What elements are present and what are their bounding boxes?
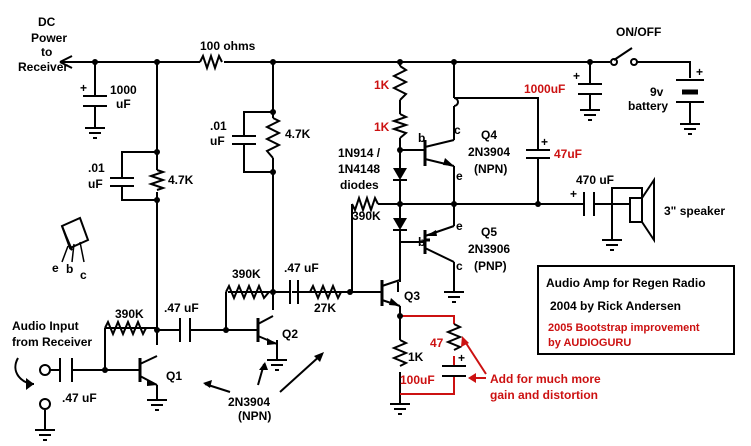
input-jack	[14, 357, 51, 410]
q4-type-label: (NPN)	[474, 162, 507, 176]
cap-47-q3-label: .47 uF	[284, 261, 319, 275]
info-box	[537, 265, 735, 355]
resistor-47	[445, 323, 463, 351]
resistors	[104, 52, 410, 367]
pin-c-q5: c	[456, 259, 463, 273]
diode-symbols	[393, 168, 407, 231]
pinout-b-label: b	[66, 262, 73, 276]
bootstrap-wires	[400, 315, 455, 395]
speaker-label: 3" speaker	[664, 204, 725, 218]
q5-part-label: 2N3906	[468, 242, 510, 256]
pin-b-q4: b	[418, 131, 425, 145]
pinout-c-label: c	[80, 268, 87, 282]
cap-47-input-label: .47 uF	[62, 391, 97, 405]
resistor-390k-top-label: 390K	[352, 209, 381, 223]
pin-e-q4: e	[456, 169, 463, 183]
input-label-1: Audio Input	[12, 319, 79, 333]
cap-1000uf-label-a: 1000	[110, 83, 137, 97]
transistor-q4	[423, 139, 455, 167]
q3-name-label: Q3	[404, 289, 420, 303]
cap-100uf-label: 100uF	[400, 373, 435, 387]
resistor-4k7-mid-label: 4.7K	[285, 127, 311, 141]
note-label-1: Add for much more	[490, 372, 601, 386]
dc-power-label-4: Receiver	[18, 60, 68, 74]
transistor-note-1: 2N3904	[228, 395, 270, 409]
pin-e-q5: e	[456, 219, 463, 233]
resistor-4k7-left-label: 4.7K	[168, 173, 194, 187]
transistor-pinout-sketch	[60, 216, 90, 263]
q2-name-label: Q2	[282, 327, 298, 341]
cap-01-mid-label-a: .01	[210, 119, 227, 133]
transistor-q1	[138, 355, 158, 386]
resistor-1k-mid-label: 1K	[374, 120, 390, 134]
q4-part-label: 2N3904	[468, 145, 510, 159]
dc-power-label-1: DC	[38, 15, 56, 29]
diodes-label-2: 1N4148	[338, 162, 380, 176]
polarity-marks: + + + + + +	[80, 65, 703, 365]
q5-type-label: (PNP)	[474, 259, 507, 273]
svg-text:+: +	[80, 81, 87, 95]
note-arrows	[461, 336, 487, 383]
resistor-390k-q2-label: 390K	[232, 267, 261, 281]
note-label-2: gain and distortion	[490, 388, 598, 402]
ground-symbols	[35, 109, 700, 441]
transistor-note-2: (NPN)	[238, 409, 271, 423]
cap-01-left-label-a: .01	[88, 161, 105, 175]
cap-01-mid-label-b: uF	[210, 134, 225, 148]
resistor-1k-q3-label: 1K	[408, 350, 424, 364]
switch-symbol	[610, 47, 638, 66]
svg-text:+: +	[696, 65, 703, 79]
cap-01-left-label-b: uF	[88, 177, 103, 191]
resistor-390k-q1-label: 390K	[115, 307, 144, 321]
speaker-symbol	[629, 176, 655, 244]
input-label-2: from Receiver	[12, 335, 92, 349]
diodes-label-1: 1N914 /	[338, 146, 381, 160]
battery-symbol	[676, 79, 704, 124]
capacitors	[59, 83, 602, 382]
resistor-27k-label: 27K	[314, 301, 336, 315]
battery-label-2: battery	[628, 99, 668, 113]
q4-name-label: Q4	[481, 128, 497, 142]
resistor-1k-top-label: 1K	[374, 78, 390, 92]
transistor-q5	[400, 225, 455, 263]
battery-label-1: 9v	[650, 85, 664, 99]
q5-name-label: Q5	[481, 225, 497, 239]
text-labels: DC Power to Receiver 100 ohms ON/OFF 9v …	[12, 15, 725, 423]
resistor-100ohm-label: 100 ohms	[200, 39, 256, 53]
pin-c-q4: c	[454, 123, 461, 137]
transistor-q2	[256, 315, 278, 345]
cap-1000uf-label-b: uF	[116, 97, 131, 111]
svg-text:+: +	[541, 135, 548, 149]
cap-1000uf-red-label: 1000uF	[524, 82, 565, 96]
q1-name-label: Q1	[166, 369, 182, 383]
pointer-arrows	[59, 55, 324, 393]
svg-text:+: +	[573, 69, 580, 83]
svg-text:+: +	[458, 351, 465, 365]
transistor-q3	[380, 279, 401, 307]
switch-label: ON/OFF	[616, 25, 661, 39]
dc-power-label-3: to	[41, 45, 52, 59]
resistor-47-label: 47	[430, 336, 444, 350]
dc-power-label-2: Power	[31, 31, 67, 45]
info-box-improvement-1: 2005 Bootstrap improvement	[548, 322, 700, 334]
info-box-author: 2004 by Rick Andersen	[550, 299, 681, 313]
cap-47uf-label: 47uF	[554, 147, 582, 161]
cap-470uf-label: 470 uF	[576, 173, 614, 187]
info-box-title: Audio Amp for Regen Radio	[546, 276, 706, 290]
svg-text:+: +	[570, 187, 577, 201]
junction-dots	[92, 59, 593, 373]
pinout-e-label: e	[52, 261, 59, 275]
pin-b-q5: b	[418, 235, 425, 249]
cap-47-q2-label: .47 uF	[164, 301, 199, 315]
diodes-label-3: diodes	[340, 178, 379, 192]
info-box-improvement-2: by AUDIOGURU	[548, 337, 631, 349]
